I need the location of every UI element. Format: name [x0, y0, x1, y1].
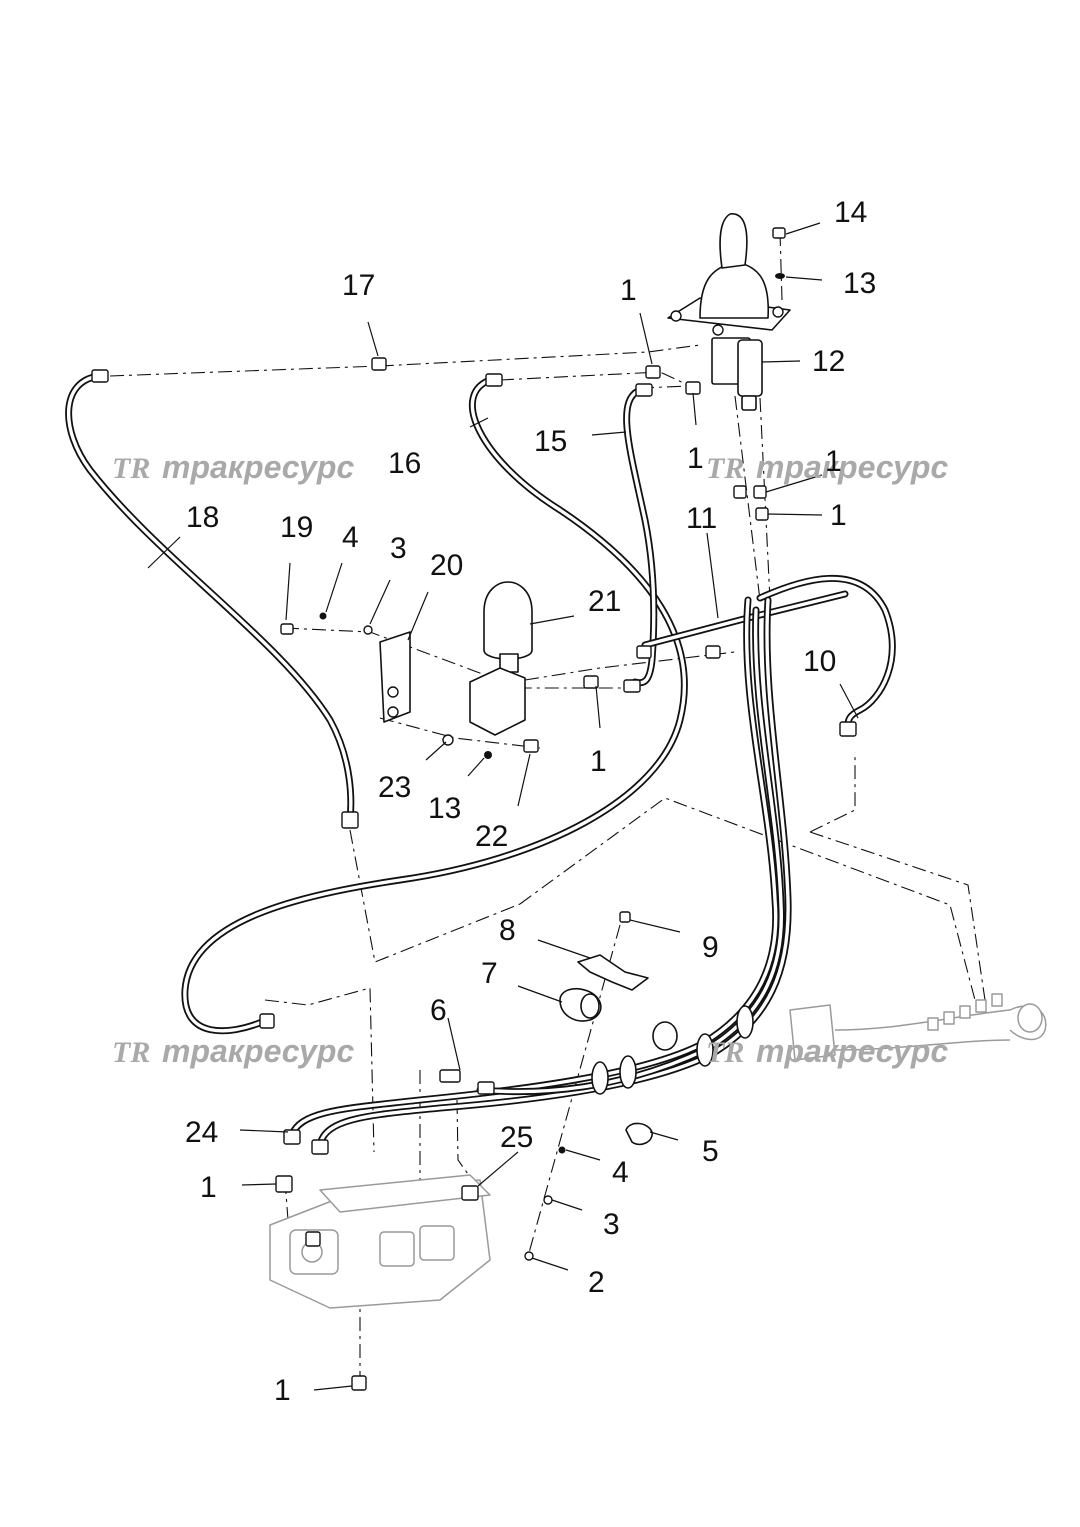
callout-1: 1 [620, 274, 637, 307]
control-valve [269, 1174, 491, 1391]
callout-1: 1 [687, 442, 704, 475]
callout-16: 16 [388, 447, 421, 480]
callout-1: 1 [274, 1374, 291, 1407]
watermark-text: тракресурс [756, 449, 948, 485]
callout-7: 7 [481, 957, 498, 990]
callout-1: 1 [590, 745, 607, 778]
callout-12: 12 [812, 345, 845, 378]
top-fittings [371, 357, 769, 521]
callout-19: 19 [280, 511, 313, 544]
watermark-logo: TR [112, 1036, 150, 1069]
watermark-logo: TR [706, 1036, 744, 1069]
callout-9: 9 [702, 931, 719, 964]
callout-4: 4 [342, 521, 359, 554]
callout-13: 13 [428, 792, 461, 825]
hose-11 [641, 590, 849, 649]
callout-25: 25 [500, 1121, 533, 1154]
bracket-parts [524, 911, 678, 1261]
hose-16 [181, 373, 688, 1035]
watermark-2: TR тракресурс [706, 449, 948, 485]
leader-lines [147, 222, 859, 1391]
callout-11: 11 [686, 502, 717, 535]
callout-labels: 14 13 17 1 12 16 15 1 1 1 18 11 19 4 3 2… [185, 196, 876, 1407]
callout-14: 14 [834, 196, 867, 229]
watermark-logo: TR [112, 452, 150, 485]
callout-21: 21 [588, 585, 621, 618]
watermark-4: TR тракресурс [706, 1033, 948, 1069]
callout-23: 23 [378, 771, 411, 804]
callout-6: 6 [430, 994, 447, 1027]
hose-18 [65, 369, 359, 829]
callout-1: 1 [830, 499, 847, 532]
clamps [591, 1005, 754, 1095]
callout-1: 1 [825, 445, 842, 478]
hose-10 [756, 574, 896, 737]
accumulator-assembly [280, 581, 721, 759]
manifold [789, 993, 1047, 1061]
callout-22: 22 [475, 820, 508, 853]
watermark-text: тракресурс [162, 1033, 354, 1069]
callout-3: 3 [390, 532, 407, 565]
callout-24: 24 [185, 1116, 218, 1149]
callout-4: 4 [612, 1156, 629, 1189]
watermark-text: тракресурс [162, 449, 354, 485]
callout-13: 13 [843, 267, 876, 300]
callout-8: 8 [499, 914, 516, 947]
callout-10: 10 [803, 645, 836, 678]
callout-3: 3 [603, 1208, 620, 1241]
callout-15: 15 [534, 425, 567, 458]
watermark-text: тракресурс [756, 1033, 948, 1069]
watermark-1: TR тракресурс [112, 449, 354, 485]
callout-1: 1 [200, 1171, 217, 1204]
callout-20: 20 [430, 549, 463, 582]
callout-5: 5 [702, 1135, 719, 1168]
callout-18: 18 [186, 501, 219, 534]
watermark-logo: TR [706, 452, 744, 485]
joystick-assembly [667, 213, 791, 411]
callout-2: 2 [588, 1266, 605, 1299]
connection-lines [109, 231, 986, 1380]
hose-bundle [283, 596, 792, 1155]
watermark-3: TR тракресурс [112, 1033, 354, 1069]
hose-15 [623, 383, 658, 687]
callout-17: 17 [342, 269, 375, 302]
